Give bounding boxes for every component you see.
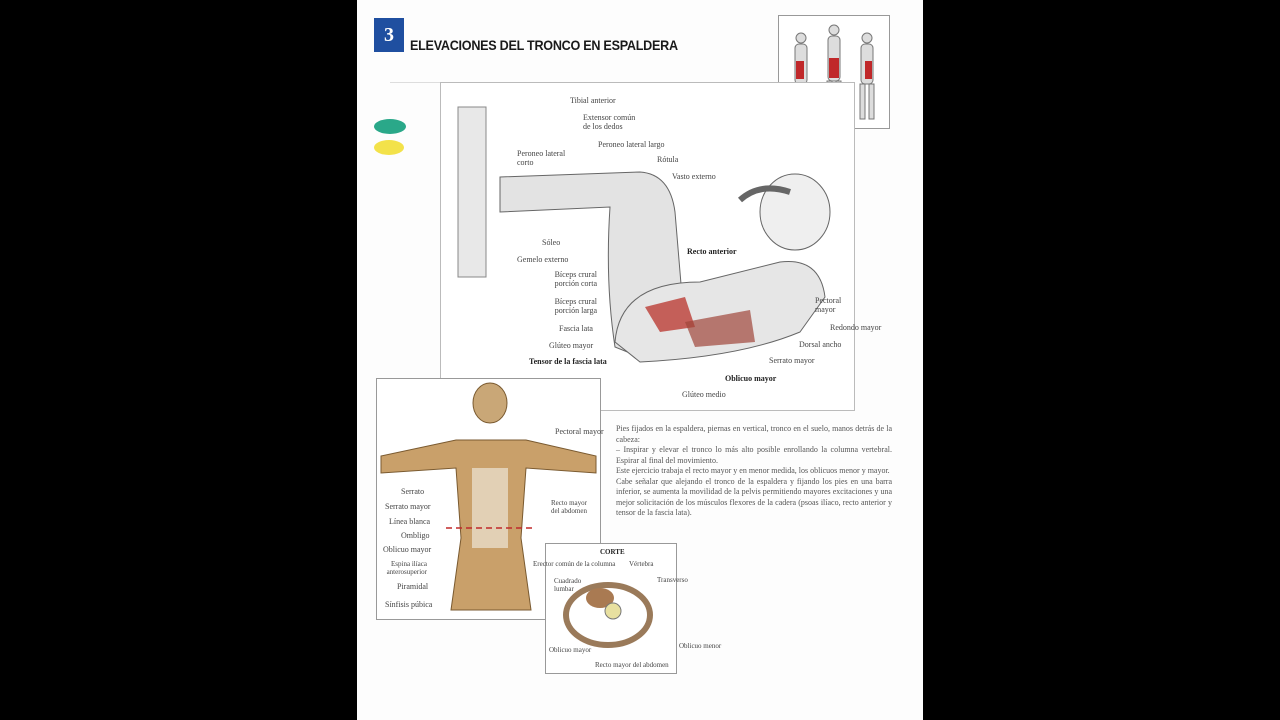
label-biceps-corta: Bíceps crural porción corta bbox=[554, 270, 597, 288]
teal-oval-icon bbox=[374, 119, 406, 134]
section-label-vertebra: Vértebra bbox=[629, 560, 654, 568]
label-gemelo-externo: Gemelo externo bbox=[517, 255, 569, 264]
paragraph: Pies fijados en la espaldera, piernas en… bbox=[616, 424, 892, 444]
section-label-transverso: Transverso bbox=[657, 576, 688, 584]
section-label-oblicuo-menor: Oblicuo menor bbox=[679, 642, 722, 650]
label-tibial-anterior: Tibial anterior bbox=[570, 96, 616, 105]
divider bbox=[390, 82, 440, 83]
trunk-raise-illustration bbox=[457, 106, 831, 363]
label-oblicuo-mayor: Oblicuo mayor bbox=[725, 374, 777, 383]
section-label-oblicuo-mayor: Oblicuo mayor bbox=[549, 646, 592, 654]
label-dorsal-ancho: Dorsal ancho bbox=[799, 340, 842, 349]
label-gluteo-medio: Glúteo medio bbox=[682, 390, 726, 399]
description-text: Pies fijados en la espaldera, piernas en… bbox=[616, 424, 892, 519]
section-label-cuadrado: Cuadrado lumbar bbox=[554, 577, 582, 593]
front-label-sinfisis: Sínfisis púbica bbox=[385, 600, 433, 609]
section-label-erector: Erector común de la columna bbox=[533, 560, 616, 568]
front-label-oblicuo-mayor: Oblicuo mayor bbox=[383, 545, 432, 554]
front-label-serrato: Serrato bbox=[401, 487, 425, 496]
front-label-pectoral-mayor: Pectoral mayor bbox=[555, 427, 604, 436]
label-biceps-larga: Bíceps crural porción larga bbox=[554, 297, 597, 315]
label-peroneo-lateral-corto: Peroneo lateral corto bbox=[517, 149, 566, 167]
label-extensor-comun: Extensor común de los dedos bbox=[583, 113, 636, 131]
label-peroneo-lateral-largo: Peroneo lateral largo bbox=[598, 140, 665, 149]
label-fascia-lata: Fascia lata bbox=[559, 324, 593, 333]
front-label-espina-iliaca: Espina ilíaca anterosuperior bbox=[386, 560, 427, 576]
page-title: ELEVACIONES DEL TRONCO EN ESPALDERA bbox=[410, 37, 678, 53]
label-serrato-mayor: Serrato mayor bbox=[769, 356, 815, 365]
cross-section-illustration bbox=[563, 582, 653, 648]
paragraph: – Inspirar y elevar el tronco lo más alt… bbox=[616, 445, 892, 465]
label-vasto-externo: Vasto externo bbox=[672, 172, 716, 181]
front-label-piramidal: Piramidal bbox=[397, 582, 429, 591]
label-pectoral-mayor: Pectoral mayor bbox=[815, 296, 842, 314]
paragraph: Cabe señalar que alejando el tronco de l… bbox=[616, 476, 892, 518]
section-label-recto-mayor: Recto mayor del abdomen bbox=[595, 661, 669, 669]
label-rotula: Rótula bbox=[657, 155, 679, 164]
label-redondo-mayor: Redondo mayor bbox=[830, 323, 882, 332]
label-tensor-fascia-lata: Tensor de la fascia lata bbox=[529, 357, 607, 366]
front-anatomy-illustration bbox=[380, 382, 597, 611]
label-soleo: Sóleo bbox=[542, 238, 561, 247]
label-recto-anterior: Recto anterior bbox=[687, 247, 737, 256]
book-page: 3 ELEVACIONES DEL TRONCO EN ESPALDERA Ti… bbox=[357, 0, 923, 720]
paragraph: Este ejercicio trabaja el recto mayor y … bbox=[616, 466, 890, 475]
front-label-linea-blanca: Línea blanca bbox=[389, 517, 431, 526]
label-gluteo-mayor: Glúteo mayor bbox=[549, 341, 594, 350]
front-label-recto-mayor: Recto mayor del abdomen bbox=[551, 499, 587, 515]
front-label-ombligo: Ombligo bbox=[401, 531, 430, 540]
chapter-number-badge: 3 bbox=[374, 18, 404, 52]
section-title: CORTE bbox=[600, 548, 625, 556]
front-label-serrato-mayor: Serrato mayor bbox=[385, 502, 431, 511]
yellow-oval-icon bbox=[374, 140, 404, 155]
